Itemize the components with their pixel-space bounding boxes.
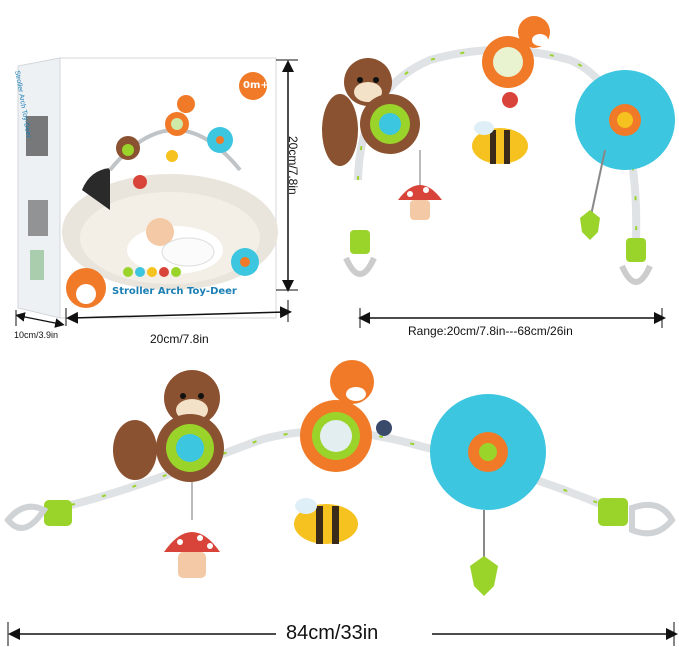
box-width-label: 20cm/7.8in [150, 332, 209, 346]
total-length-label: 84cm/33in [286, 622, 379, 644]
age-badge: 0m+ [243, 80, 269, 91]
box-title: Stroller Arch Toy-Deer [112, 286, 237, 297]
box-depth-label: 10cm/3.9in [14, 330, 59, 340]
arch-range-label: Range:20cm/7.8in---68cm/26in [408, 324, 573, 338]
